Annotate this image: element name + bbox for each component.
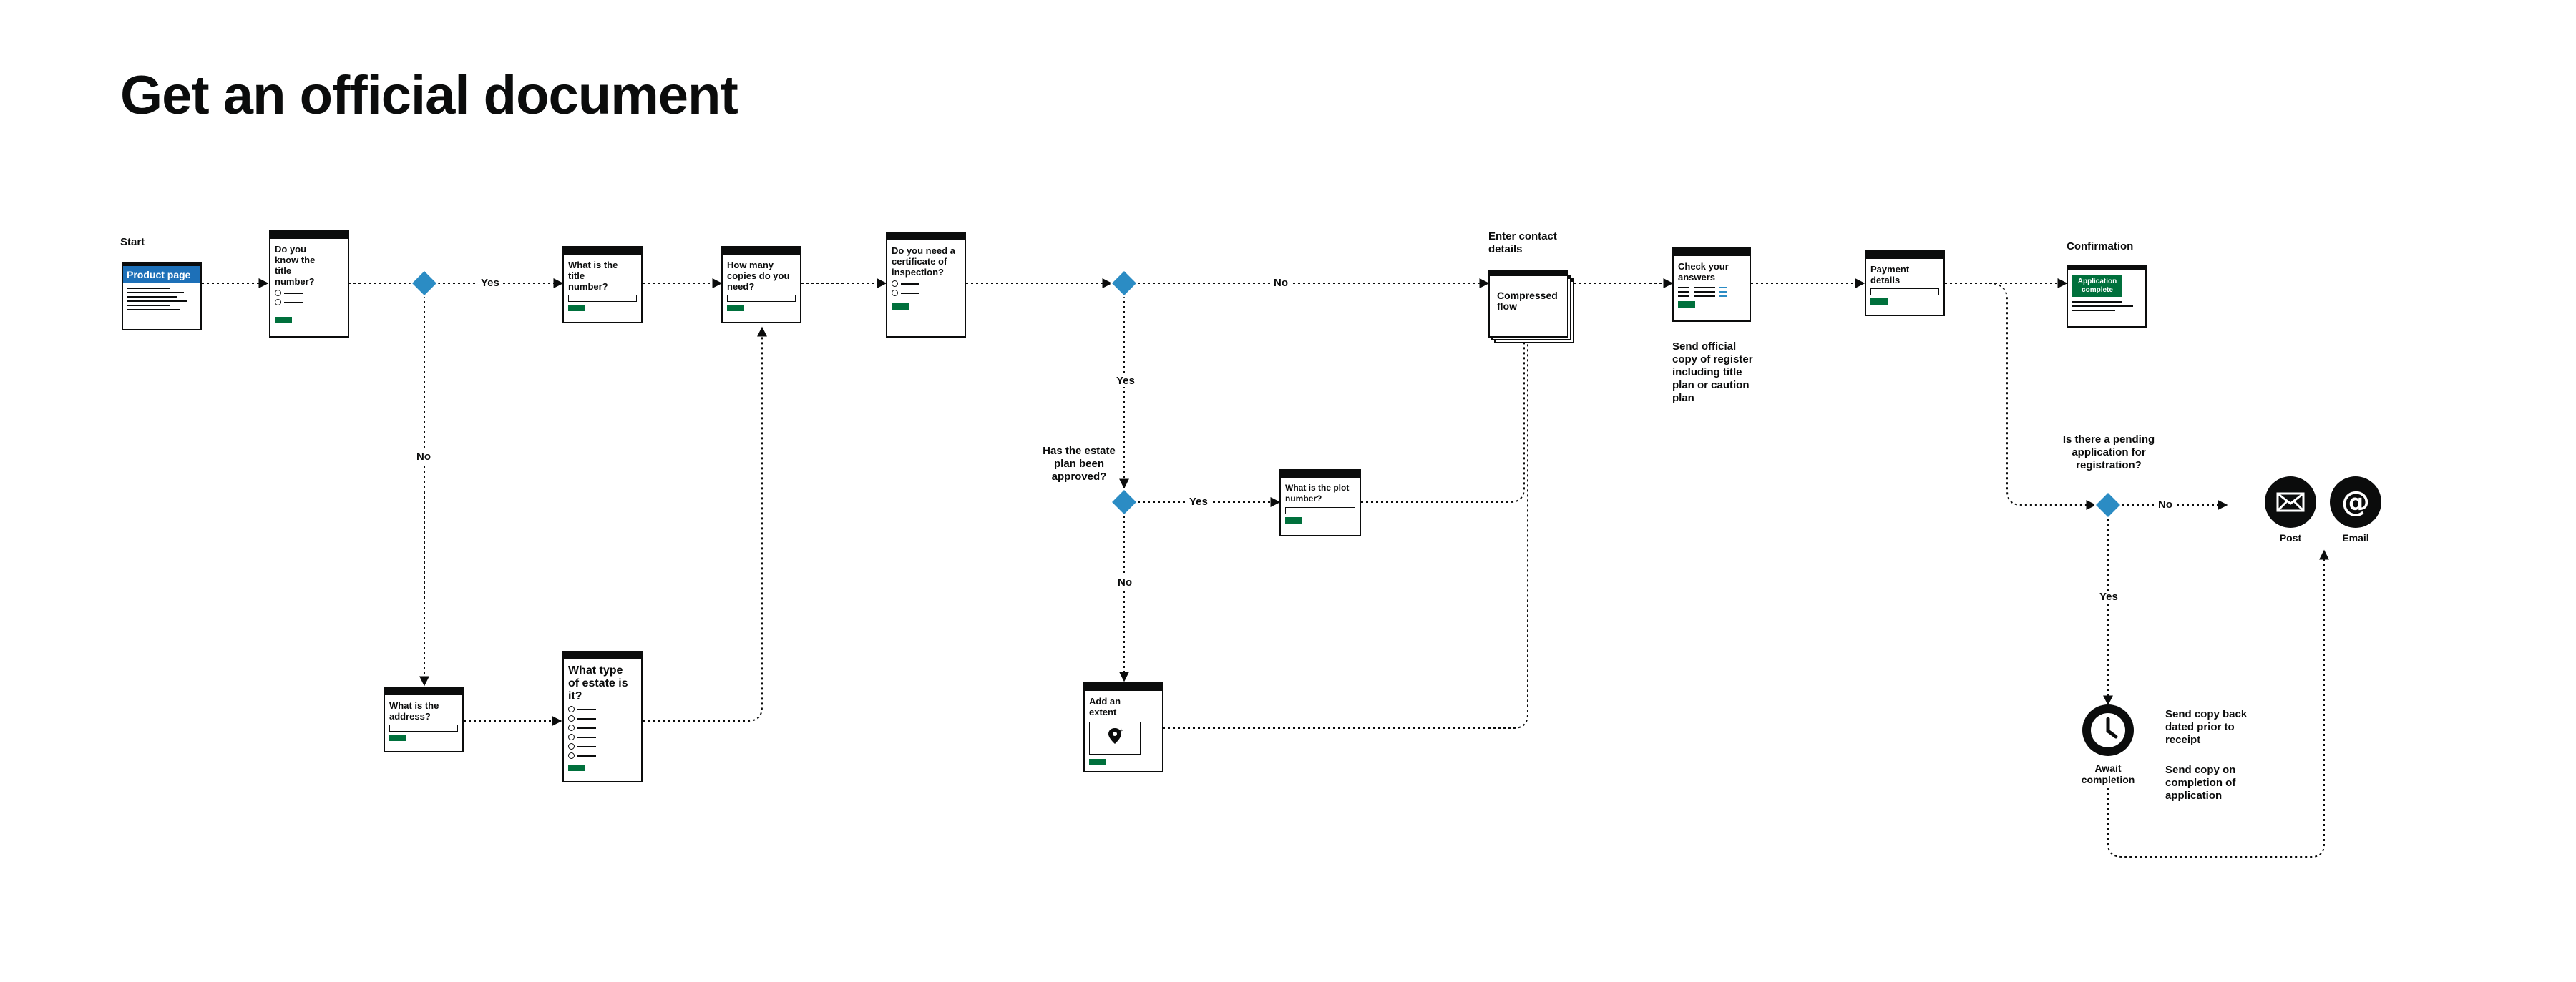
continue-button — [1678, 301, 1695, 308]
edge-label-yes: Yes — [1186, 496, 1211, 508]
radio-option — [275, 290, 343, 296]
text-input — [568, 295, 637, 302]
card-certificate: Do you need a certificate of inspection? — [886, 232, 966, 338]
card-check-answers: Check your answers — [1672, 247, 1751, 322]
product-page-banner: Product page — [123, 266, 200, 283]
text-input — [1285, 507, 1355, 514]
continue-button — [1285, 517, 1302, 524]
enter-contact-label: Enter contact details — [1488, 230, 1557, 255]
card-know-title: Do you know the title number? — [269, 230, 349, 338]
radio-option — [892, 280, 960, 287]
svg-text:@: @ — [2341, 486, 2370, 519]
edge-label-yes: Yes — [2097, 591, 2121, 603]
card-confirmation: Application complete — [2067, 265, 2147, 328]
continue-button — [1089, 759, 1106, 765]
card-question: How many copies do you need? — [727, 260, 790, 292]
text-input — [727, 295, 796, 302]
card-question: Do you know the title number? — [275, 244, 316, 287]
connector — [1361, 290, 1529, 503]
connector — [643, 326, 767, 722]
decision-know-title — [410, 269, 439, 298]
continue-button — [892, 303, 909, 310]
page-title: Get an official document — [120, 65, 738, 126]
summary-list — [1678, 287, 1745, 297]
edge-label-no: No — [414, 451, 434, 463]
await-endpoint — [2082, 704, 2134, 756]
clock-icon — [2091, 713, 2125, 747]
card-copies: How many copies do you need? — [721, 246, 801, 323]
confirmation-label: Confirmation — [2067, 240, 2134, 252]
connector — [2107, 549, 2329, 858]
pending-question: Is there a pending application for regis… — [2062, 433, 2155, 471]
edge-label-yes: Yes — [1113, 375, 1138, 387]
card-product-page: Product page — [122, 262, 202, 330]
radio-option — [568, 734, 637, 740]
envelope-icon — [2276, 492, 2305, 512]
post-label: Post — [2279, 532, 2302, 544]
continue-button — [568, 305, 585, 311]
connector — [1989, 283, 2097, 510]
card-question: Check your answers — [1678, 261, 1729, 283]
continue-button — [275, 317, 292, 323]
card-question: Do you need a certificate of inspection? — [892, 245, 955, 278]
card-question: Payment details — [1870, 264, 1910, 285]
send-back-note: Send copy back dated prior to receipt — [2165, 708, 2248, 746]
product-page-lines — [123, 283, 200, 315]
email-endpoint: @ — [2330, 476, 2381, 528]
text-input — [389, 725, 458, 732]
card-question: What is the plot number? — [1285, 483, 1350, 504]
radio-option — [568, 725, 637, 731]
card-question: What is the address? — [389, 700, 439, 722]
decision-estate-plan — [1110, 488, 1138, 516]
map-pin-icon: + — [1108, 727, 1123, 744]
card-question: Compressed flow — [1497, 290, 1558, 312]
card-address: What is the address? — [384, 687, 464, 752]
card-plot-number: What is the plot number? — [1279, 469, 1361, 536]
decision-certificate — [1110, 269, 1138, 298]
send-completion-note: Send copy on completion of application — [2165, 764, 2236, 802]
decision-pending — [2094, 491, 2122, 519]
email-label: Email — [2342, 532, 2369, 544]
radio-option — [568, 715, 637, 722]
post-endpoint — [2265, 476, 2316, 528]
card-question: Add an extent — [1089, 696, 1121, 717]
radio-option — [568, 752, 637, 759]
edge-label-no: No — [2155, 499, 2175, 511]
card-payment: Payment details — [1865, 250, 1945, 316]
continue-button — [568, 765, 585, 771]
application-complete-banner: Application complete — [2072, 275, 2122, 297]
estate-plan-question: Has the estate plan been approved? — [1043, 445, 1116, 483]
continue-button — [1870, 298, 1888, 305]
start-label: Start — [120, 236, 145, 248]
map-box: + — [1089, 722, 1141, 755]
edge-label-no: No — [1271, 277, 1291, 289]
radio-option — [568, 743, 637, 750]
continue-button — [727, 305, 744, 311]
card-extent: Add an extent + — [1083, 682, 1163, 772]
send-official-note: Send official copy of register including… — [1672, 340, 1753, 404]
continue-button — [389, 735, 406, 741]
await-label: Await completion — [2081, 762, 2135, 785]
edge-label-yes: Yes — [478, 277, 502, 289]
card-estate-type: What type of estate is it? — [562, 651, 643, 782]
text-input — [1870, 288, 1939, 295]
card-compressed-flow: Compressed flow — [1488, 270, 1568, 338]
edge-label-no: No — [1115, 576, 1135, 589]
radio-option — [892, 290, 960, 296]
radio-option — [568, 706, 637, 712]
connector — [1163, 342, 1528, 729]
card-title-number: What is the title number? — [562, 246, 643, 323]
svg-text:+: + — [1119, 727, 1123, 734]
card-question: What is the title number? — [568, 260, 618, 292]
at-sign-icon: @ — [2341, 486, 2370, 519]
radio-option — [275, 299, 343, 305]
card-question: What type of estate is it? — [568, 664, 628, 702]
